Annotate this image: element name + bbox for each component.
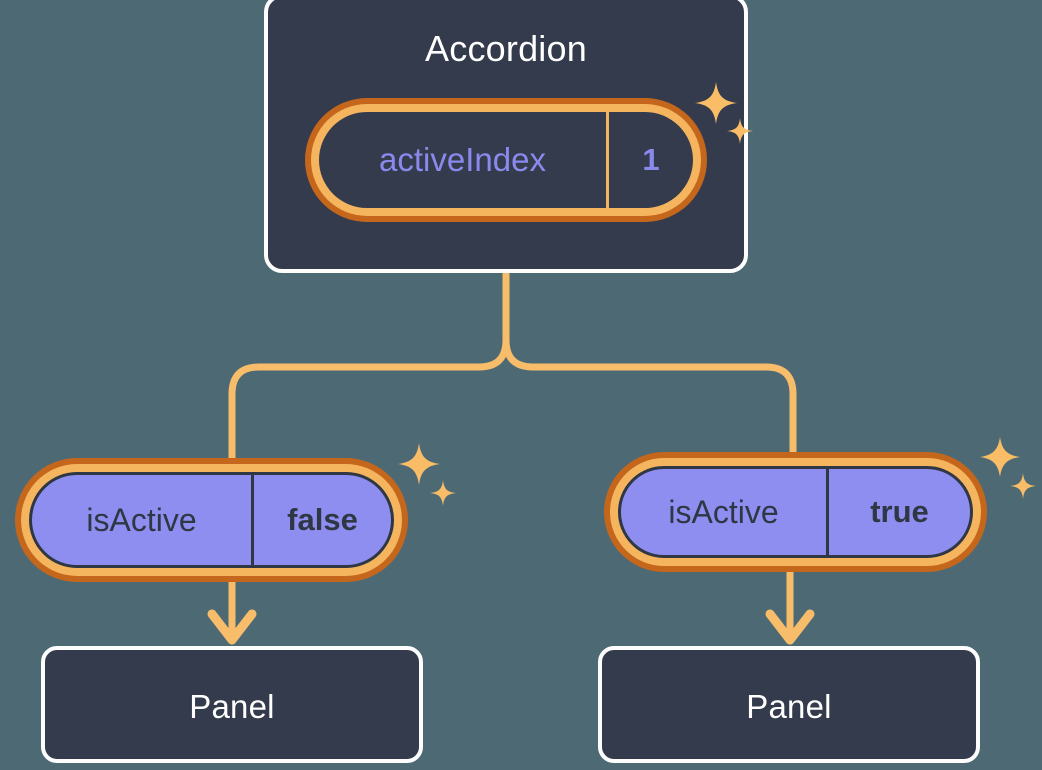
pill-body: activeIndex 1: [319, 112, 693, 208]
pill-body: isActive true: [618, 466, 973, 558]
sparkle-icon: [980, 437, 1020, 477]
panel-component-card-left[interactable]: Panel: [41, 646, 423, 763]
sparkle-decoration-left: [398, 443, 458, 514]
prop-pill-is-active-false[interactable]: isActive false: [15, 458, 408, 582]
connector-branch-right: [502, 336, 797, 464]
sparkle-icon: [430, 480, 456, 506]
prop-value-label: false: [287, 502, 358, 537]
pill-body: isActive false: [29, 472, 394, 568]
prop-key-label: isActive: [32, 475, 254, 565]
arrow-head-left: [207, 609, 257, 645]
sparkle-icon: [1010, 473, 1036, 499]
panel-component-title: Panel: [746, 688, 832, 725]
pill-ring-inner: activeIndex 1: [311, 104, 701, 216]
panel-component-card-right[interactable]: Panel: [598, 646, 980, 763]
prop-value-label: true: [870, 494, 929, 529]
state-value-label: 1: [642, 142, 660, 177]
arrow-head-right: [765, 609, 815, 645]
prop-pill-is-active-true[interactable]: isActive true: [604, 452, 987, 572]
connector-branch-left: [228, 336, 510, 464]
state-pill-active-index[interactable]: activeIndex 1: [305, 98, 707, 222]
pill-ring-inner: isActive true: [610, 458, 981, 566]
accordion-component-title: Accordion: [425, 28, 587, 69]
prop-key-label: isActive: [621, 469, 829, 555]
pill-ring-inner: isActive false: [21, 464, 402, 576]
sparkle-icon: [398, 443, 440, 485]
panel-component-title: Panel: [189, 688, 275, 725]
sparkle-decoration-right: [980, 437, 1038, 506]
state-key-label: activeIndex: [319, 112, 609, 208]
